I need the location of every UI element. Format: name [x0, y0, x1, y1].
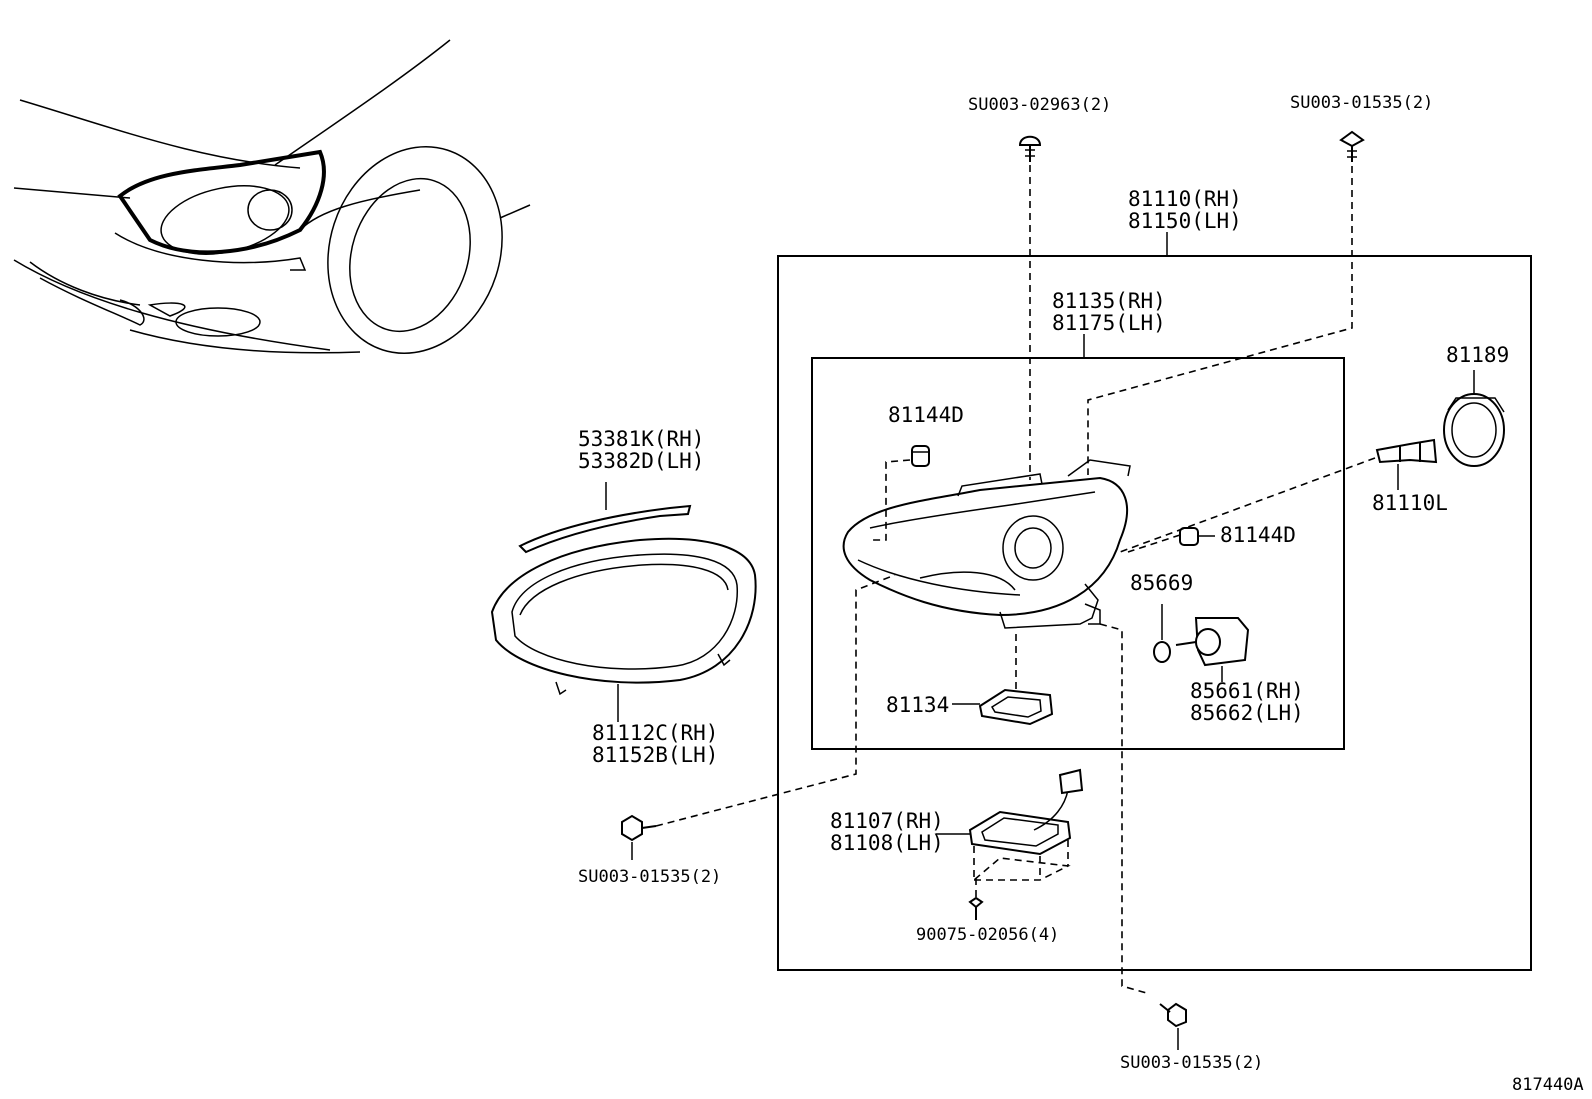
- gasket-81134: [978, 688, 1054, 726]
- lens-81112c: [490, 537, 757, 722]
- label-85661-rh: 85661(RH): [1190, 679, 1304, 703]
- label-81150-lh: 81150(LH): [1128, 209, 1242, 233]
- label-90075-02056: 90075-02056(4): [916, 925, 1059, 945]
- label-81112c-rh: 81112C(RH): [592, 721, 718, 745]
- label-81110-rh: 81110(RH): [1128, 187, 1242, 211]
- igniter-85661: [1175, 617, 1250, 682]
- screw-90075-02056: [968, 896, 984, 920]
- screw-su003-01535-top: [1339, 130, 1365, 162]
- screw-su003-02963-top: [1018, 135, 1042, 162]
- cap-81144d-left: [911, 445, 930, 467]
- label-81189: 81189: [1446, 343, 1509, 367]
- label-su003-01535-bottom: SU003-01535(2): [1120, 1053, 1263, 1073]
- car-front-illustration: [13, 39, 531, 355]
- label-53381k-rh: 53381K(RH): [578, 427, 704, 451]
- o-ring-85669: [1153, 641, 1171, 663]
- label-81135-rh: 81135(RH): [1052, 289, 1166, 313]
- label-85662-lh: 85662(LH): [1190, 701, 1304, 725]
- ballast-81107: [968, 768, 1084, 881]
- label-53382d-lh: 53382D(LH): [578, 449, 704, 473]
- assembly-box-81110: [777, 255, 1532, 971]
- sub-assembly-box-81135: [811, 357, 1345, 750]
- headlamp-housing-81135: [842, 459, 1131, 629]
- molding-53381k: [518, 482, 692, 554]
- label-su003-02963-top: SU003-02963(2): [968, 95, 1111, 115]
- diagram-id: 817440A: [1512, 1075, 1584, 1095]
- label-81108-lh: 81108(LH): [830, 831, 944, 855]
- screw-su003-01535-bottom: [1159, 1002, 1187, 1050]
- cover-81189: [1443, 370, 1505, 467]
- label-su003-01535-top: SU003-01535(2): [1290, 93, 1433, 113]
- cap-81144d-right: [1179, 527, 1215, 546]
- label-81134: 81134: [886, 693, 949, 717]
- screw-su003-01535-left: [621, 814, 657, 860]
- label-81175-lh: 81175(LH): [1052, 311, 1166, 335]
- bulb-81110l: [1375, 438, 1438, 490]
- label-su003-01535-left: SU003-01535(2): [578, 867, 721, 887]
- label-81144d-right: 81144D: [1220, 523, 1296, 547]
- label-85669: 85669: [1130, 571, 1193, 595]
- label-81107-rh: 81107(RH): [830, 809, 944, 833]
- label-81152b-lh: 81152B(LH): [592, 743, 718, 767]
- label-81110l: 81110L: [1372, 491, 1448, 515]
- label-81144d-left: 81144D: [888, 403, 964, 427]
